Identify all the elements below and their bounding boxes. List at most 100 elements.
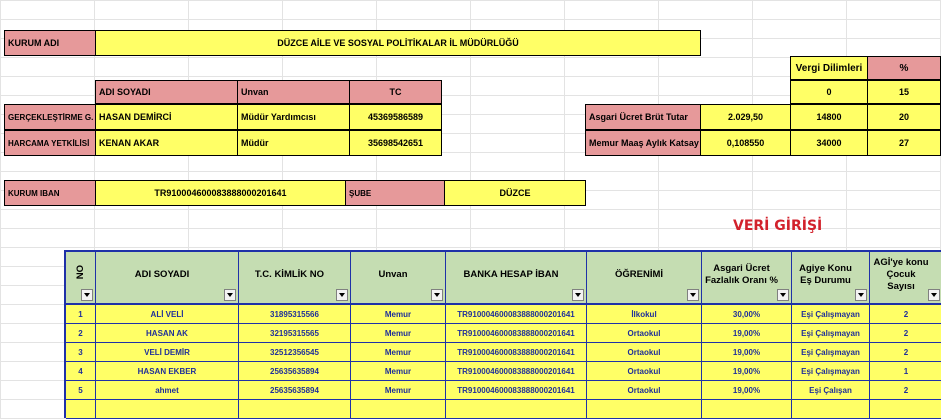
branch-value[interactable]: DÜZCE — [444, 180, 586, 206]
cell-education[interactable]: Ortaokul — [587, 381, 702, 400]
cell-no[interactable]: 4 — [66, 362, 96, 381]
cell-empty[interactable] — [702, 400, 792, 419]
cell-min-wage-excess[interactable]: 19,00% — [702, 324, 792, 343]
cell-name[interactable]: HASAN AK — [96, 324, 239, 343]
cell-iban[interactable]: TR910004600083888000201641 — [446, 305, 587, 324]
kurum-adi-label: KURUM ADI — [4, 30, 96, 56]
section-title: VERİ GİRİŞİ — [733, 218, 823, 234]
person-tc[interactable]: 35698542651 — [349, 130, 442, 156]
col-header-spouse-status-label: Agiye Konu Eş Durumu — [799, 262, 852, 286]
tax-limit-cell[interactable]: 0 — [790, 80, 868, 104]
person-tc[interactable]: 45369586589 — [349, 104, 442, 130]
filter-dropdown-icon[interactable] — [336, 289, 348, 301]
cell-empty[interactable] — [792, 400, 870, 419]
cell-name[interactable]: VELİ DEMİR — [96, 343, 239, 362]
salary-coefficient-value[interactable]: 0,108550 — [700, 130, 791, 156]
filter-dropdown-icon[interactable] — [431, 289, 443, 301]
cell-iban[interactable]: TR910004600083888000201641 — [446, 324, 587, 343]
col-header-spouse-status: Agiye Konu Eş Durumu — [792, 252, 870, 305]
iban-label: KURUM IBAN — [4, 180, 96, 206]
cell-tc[interactable]: 25635635894 — [239, 362, 351, 381]
filter-dropdown-icon[interactable] — [572, 289, 584, 301]
cell-child-count[interactable]: 2 — [870, 324, 941, 343]
col-header-education-label: ÖĞRENİMİ — [614, 268, 664, 280]
iban-value[interactable]: TR910004600083888000201641 — [95, 180, 346, 206]
cell-empty[interactable] — [351, 400, 446, 419]
cell-tc[interactable]: 32512356545 — [239, 343, 351, 362]
cell-spouse-status[interactable]: Eşi Çalışmayan — [792, 324, 870, 343]
cell-spouse-status[interactable]: Eşi Çalışmayan — [792, 343, 870, 362]
cell-spouse-status[interactable]: Eşi Çalışmayan — [792, 305, 870, 324]
cell-no[interactable]: 3 — [66, 343, 96, 362]
cell-name[interactable]: HASAN EKBER — [96, 362, 239, 381]
cell-spouse-status[interactable]: Eşi Çalışmayan — [792, 362, 870, 381]
filter-dropdown-icon[interactable] — [224, 289, 236, 301]
person-name[interactable]: KENAN AKAR — [95, 130, 238, 156]
cell-empty[interactable] — [446, 400, 587, 419]
cell-empty[interactable] — [239, 400, 351, 419]
cell-empty[interactable] — [66, 400, 96, 419]
tax-pct-cell[interactable]: 27 — [867, 130, 941, 156]
cell-iban[interactable]: TR910004600083888000201641 — [446, 343, 587, 362]
col-header-title: Unvan — [351, 252, 446, 305]
col-header-no-label: NO — [74, 265, 86, 280]
cell-empty[interactable] — [96, 400, 239, 419]
tax-brackets-header: Vergi Dilimleri — [790, 56, 868, 80]
cell-min-wage-excess[interactable]: 30,00% — [702, 305, 792, 324]
cell-iban[interactable]: TR910004600083888000201641 — [446, 362, 587, 381]
person-name[interactable]: HASAN DEMİRCİ — [95, 104, 238, 130]
kurum-adi-value[interactable]: DÜZCE AİLE VE SOSYAL POLİTİKALAR İL MÜDÜ… — [95, 30, 701, 56]
cell-min-wage-excess[interactable]: 19,00% — [702, 381, 792, 400]
cell-tc[interactable]: 31895315566 — [239, 305, 351, 324]
cell-no[interactable]: 1 — [66, 305, 96, 324]
tax-limit-cell[interactable]: 14800 — [790, 104, 868, 130]
cell-name[interactable]: ahmet — [96, 381, 239, 400]
tax-pct-cell[interactable]: 20 — [867, 104, 941, 130]
filter-dropdown-icon[interactable] — [687, 289, 699, 301]
filter-dropdown-icon[interactable] — [855, 289, 867, 301]
gross-min-wage-value[interactable]: 2.029,50 — [700, 104, 791, 130]
tax-pct-cell[interactable]: 15 — [867, 80, 941, 104]
cell-no[interactable]: 5 — [66, 381, 96, 400]
cell-education[interactable]: Ortaokul — [587, 343, 702, 362]
person-title[interactable]: Müdür — [237, 130, 350, 156]
cell-child-count[interactable]: 2 — [870, 381, 941, 400]
cell-title[interactable]: Memur — [351, 362, 446, 381]
col-header-title-label: Unvan — [378, 268, 408, 280]
cell-child-count[interactable]: 2 — [870, 343, 941, 362]
salary-coefficient-label: Memur Maaş Aylık Katsay — [585, 130, 701, 156]
tax-limit-cell[interactable]: 34000 — [790, 130, 868, 156]
cell-empty[interactable] — [587, 400, 702, 419]
filter-dropdown-icon[interactable] — [81, 289, 93, 301]
col-header-child-count-label: AGİ'ye konu Çocuk Sayısı — [873, 256, 929, 292]
cell-min-wage-excess[interactable]: 19,00% — [702, 362, 792, 381]
branch-label: ŞUBE — [345, 180, 445, 206]
cell-no[interactable]: 2 — [66, 324, 96, 343]
cell-education[interactable]: Ortaokul — [587, 324, 702, 343]
col-header-iban-label: BANKA HESAP İBAN — [463, 268, 559, 280]
cell-name[interactable]: ALİ VELİ — [96, 305, 239, 324]
col-header-child-count: AGİ'ye konu Çocuk Sayısı — [870, 252, 941, 305]
filter-dropdown-icon[interactable] — [777, 289, 789, 301]
cell-empty[interactable] — [870, 400, 941, 419]
cell-spouse-status[interactable]: Eşi Çalışan — [792, 381, 870, 400]
cell-title[interactable]: Memur — [351, 305, 446, 324]
role-label-harcama: HARCAMA YETKİLİSİ — [4, 130, 96, 156]
cell-child-count[interactable]: 2 — [870, 305, 941, 324]
tax-percent-header: % — [867, 56, 941, 80]
cell-child-count[interactable]: 1 — [870, 362, 941, 381]
cell-title[interactable]: Memur — [351, 343, 446, 362]
cell-iban[interactable]: TR910004600083888000201641 — [446, 381, 587, 400]
cell-education[interactable]: İlkokul — [587, 305, 702, 324]
gross-min-wage-label: Asgari Ücret Brüt Tutar — [585, 104, 701, 130]
cell-min-wage-excess[interactable]: 19,00% — [702, 343, 792, 362]
filter-dropdown-icon[interactable] — [928, 289, 940, 301]
cell-title[interactable]: Memur — [351, 324, 446, 343]
col-header-education: ÖĞRENİMİ — [587, 252, 702, 305]
cell-tc[interactable]: 25635635894 — [239, 381, 351, 400]
person-title[interactable]: Müdür Yardımcısı — [237, 104, 350, 130]
col-header-min-wage-excess-label: Asgari Ücret Fazlalık Oranı % — [705, 262, 778, 286]
cell-tc[interactable]: 32195315565 — [239, 324, 351, 343]
cell-title[interactable]: Memur — [351, 381, 446, 400]
cell-education[interactable]: Ortaokul — [587, 362, 702, 381]
